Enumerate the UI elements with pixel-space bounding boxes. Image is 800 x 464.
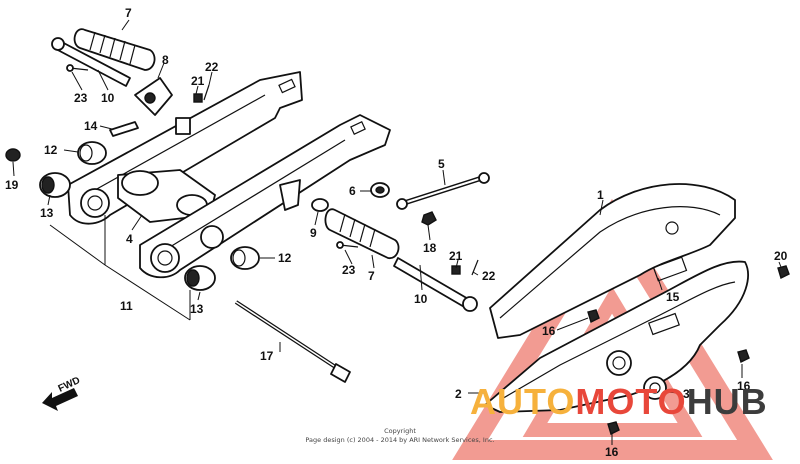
label-8: 8 — [162, 53, 169, 67]
label-14: 14 — [84, 119, 98, 133]
brake-rod — [396, 172, 490, 210]
collar-9 — [311, 198, 329, 212]
label-17: 17 — [260, 349, 274, 363]
label-22-upper: 22 — [205, 60, 219, 74]
footpeg-rubber-lower — [324, 208, 400, 259]
label-15: 15 — [666, 290, 680, 304]
label-5: 5 — [438, 157, 445, 171]
pivot-bolt — [234, 300, 351, 383]
bolts-16-20 — [587, 265, 790, 435]
watermark-moto: MOTO — [575, 381, 686, 422]
label-23-upper: 23 — [74, 91, 88, 105]
copyright-line-1: Copyright — [384, 427, 416, 435]
svg-text:AUTOMOTOHUB: AUTOMOTOHUB — [470, 381, 768, 422]
watermark-text: AUTOMOTOHUB — [470, 381, 768, 422]
label-12-upper: 12 — [44, 143, 58, 157]
copyright-notice: Copyright Page design (c) 2004 - 2014 by… — [305, 427, 494, 444]
label-23-lower: 23 — [342, 263, 356, 277]
label-11: 11 — [120, 299, 133, 313]
fwd-arrow-icon — [42, 388, 78, 411]
label-20: 20 — [774, 249, 788, 263]
leader-lines — [12, 19, 782, 445]
label-16-right: 16 — [737, 379, 751, 393]
label-7-lower: 7 — [368, 269, 375, 283]
label-21-lower: 21 — [449, 249, 463, 263]
label-13-lower: 13 — [190, 302, 204, 316]
label-10-lower: 10 — [414, 292, 428, 306]
rear-brake-stay — [175, 117, 301, 211]
label-16-left: 16 — [542, 324, 556, 338]
copyright-line-2: Page design (c) 2004 - 2014 by ARI Netwo… — [305, 436, 494, 444]
footpeg-bracket-8 — [134, 77, 173, 116]
part-labels: 7 8 21 22 10 23 14 12 19 13 4 11 12 13 9… — [5, 6, 788, 459]
label-13-upper: 13 — [40, 206, 54, 220]
label-22-lower: 22 — [482, 269, 496, 283]
footpeg-rubber-upper — [73, 28, 156, 71]
label-6: 6 — [349, 184, 356, 198]
watermark-auto: AUTO — [470, 381, 575, 422]
label-9: 9 — [310, 226, 317, 240]
label-4: 4 — [126, 232, 133, 246]
spring-6 — [370, 182, 390, 198]
sticker-14 — [109, 121, 139, 137]
watermark-hub: HUB — [687, 381, 768, 422]
label-18: 18 — [423, 241, 437, 255]
chain-case-upper — [489, 183, 736, 339]
swingarm-right-arm — [139, 114, 391, 279]
footpeg-bar-upper — [51, 37, 131, 87]
nut-18 — [421, 211, 437, 226]
label-10-upper: 10 — [101, 91, 115, 105]
label-19: 19 — [5, 178, 19, 192]
fwd-direction-marker: FWD — [42, 375, 82, 411]
chain-case-lower — [484, 260, 749, 413]
label-2: 2 — [455, 387, 462, 401]
pins-and-clips — [66, 64, 479, 276]
label-7-upper: 7 — [125, 6, 132, 20]
label-1: 1 — [597, 188, 604, 202]
bushing-outer-right — [184, 265, 216, 291]
label-16-bottom: 16 — [605, 445, 619, 459]
label-21-upper: 21 — [191, 74, 205, 88]
label-3: 3 — [683, 387, 690, 401]
bushing-upper — [77, 141, 107, 165]
label-12-lower: 12 — [278, 251, 292, 265]
cap-nut-19 — [5, 148, 21, 162]
footpeg-bar-lower — [393, 257, 478, 312]
bushing-outer-left — [39, 172, 71, 198]
bushing-lower — [230, 246, 260, 270]
